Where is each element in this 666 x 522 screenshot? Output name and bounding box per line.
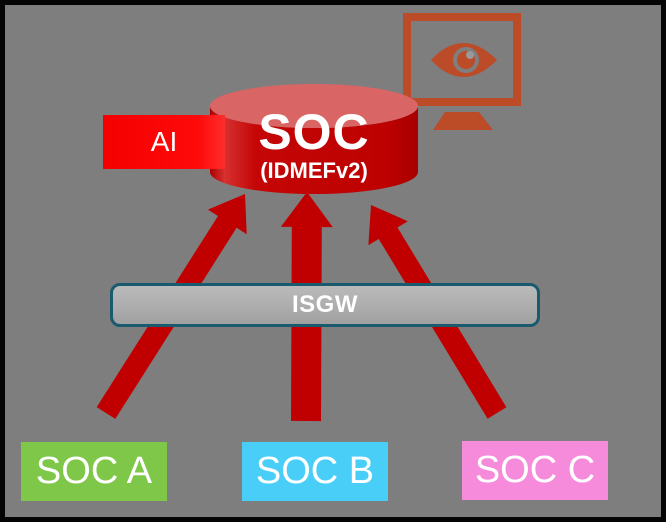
ai-label: AI <box>150 126 178 157</box>
source-label-soc-c: SOC C <box>474 449 596 491</box>
source-box-soc-a: SOC A <box>21 442 167 501</box>
eye-highlight <box>466 51 474 59</box>
source-label-soc-a: SOC A <box>35 450 153 492</box>
cylinder-top <box>210 84 418 128</box>
source-label-soc-b: SOC B <box>255 450 375 492</box>
source-box-soc-b: SOC B <box>242 442 388 501</box>
hub-subtitle: (IDMEFv2) <box>260 158 368 183</box>
ai-box: AI <box>103 115 225 169</box>
monitor-stand-icon <box>433 112 493 130</box>
gateway-label: ISGW <box>292 291 358 318</box>
hub-title: SOC <box>258 104 370 160</box>
source-box-soc-c: SOC C <box>462 441 608 500</box>
gateway-bar: ISGW <box>110 283 540 327</box>
monitor-frame-icon <box>403 13 521 106</box>
cylinder-body <box>210 106 418 194</box>
